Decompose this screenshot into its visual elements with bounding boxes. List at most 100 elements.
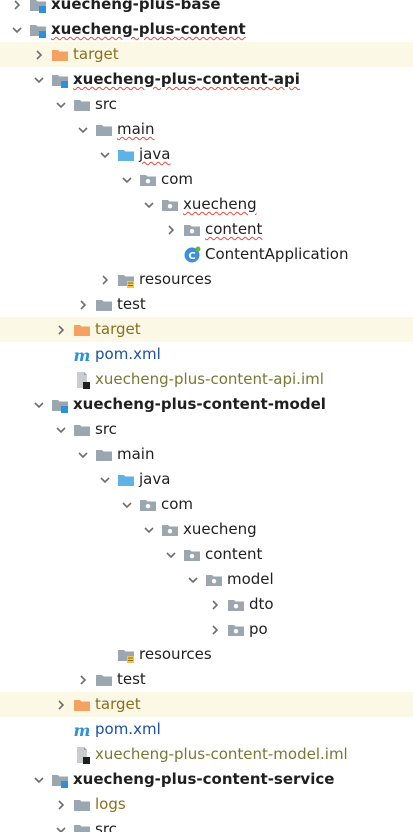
tree-node-xuecheng[interactable]: xuecheng	[0, 517, 413, 542]
tree-node-label: test	[117, 670, 146, 688]
chevron-down-icon[interactable]	[74, 117, 92, 142]
package-icon	[161, 521, 179, 539]
chevron-down-icon[interactable]	[30, 767, 48, 792]
tree-node-label: java	[139, 470, 171, 488]
module-folder-icon	[51, 396, 69, 414]
excluded-folder-icon	[73, 321, 91, 339]
tree-node-dto[interactable]: dto	[0, 592, 413, 617]
chevron-down-icon[interactable]	[52, 417, 70, 442]
chevron-down-icon[interactable]	[140, 192, 158, 217]
chevron-right-icon[interactable]	[206, 617, 224, 642]
svg-text:m: m	[74, 346, 91, 364]
chevron-down-icon[interactable]	[118, 492, 136, 517]
tree-node-java[interactable]: java	[0, 142, 413, 167]
package-icon	[205, 571, 223, 589]
folder-icon	[73, 96, 91, 114]
iml-file-icon	[73, 371, 91, 389]
tree-node-target[interactable]: target	[0, 692, 413, 717]
svg-text:m: m	[74, 721, 91, 739]
tree-node-content[interactable]: content	[0, 217, 413, 242]
chevron-down-icon[interactable]	[52, 92, 70, 117]
chevron-down-icon[interactable]	[184, 567, 202, 592]
tree-node-com[interactable]: com	[0, 167, 413, 192]
tree-node-src[interactable]: src	[0, 92, 413, 117]
tree-node-label: com	[161, 170, 194, 188]
tree-node-label: test	[117, 295, 146, 313]
tree-node-label: resources	[139, 645, 212, 663]
chevron-down-icon[interactable]	[162, 542, 180, 567]
chevron-down-icon[interactable]	[8, 17, 26, 42]
tree-node-po[interactable]: po	[0, 617, 413, 642]
module-folder-icon	[51, 771, 69, 789]
chevron-right-icon[interactable]	[52, 792, 70, 817]
tree-node-label: logs	[95, 795, 126, 813]
folder-icon	[73, 821, 91, 832]
tree-node-main[interactable]: main	[0, 117, 413, 142]
tree-node-java[interactable]: java	[0, 467, 413, 492]
tree-node-xuecheng-plus-base[interactable]: xuecheng-plus-base	[0, 0, 413, 17]
folder-icon	[73, 421, 91, 439]
tree-node-xuecheng-plus-content-model[interactable]: xuecheng-plus-content-model	[0, 392, 413, 417]
chevron-right-icon[interactable]	[206, 592, 224, 617]
tree-node-target[interactable]: target	[0, 317, 413, 342]
tree-node-com[interactable]: com	[0, 492, 413, 517]
maven-icon: m	[73, 346, 91, 364]
chevron-right-icon[interactable]	[74, 292, 92, 317]
excluded-folder-icon	[73, 696, 91, 714]
tree-node-xuecheng-plus-content-api[interactable]: xuecheng-plus-content-api	[0, 67, 413, 92]
spring-class-icon: C	[183, 246, 201, 264]
chevron-right-icon[interactable]	[52, 692, 70, 717]
chevron-down-icon[interactable]	[140, 517, 158, 542]
chevron-right-icon[interactable]	[74, 667, 92, 692]
tree-node-label: target	[73, 45, 119, 63]
tree-node-resources[interactable]: resources	[0, 267, 413, 292]
tree-node-target[interactable]: target	[0, 42, 413, 67]
tree-node-resources[interactable]: resources	[0, 642, 413, 667]
chevron-down-icon[interactable]	[96, 467, 114, 492]
source-folder-icon	[117, 471, 135, 489]
tree-node-label: xuecheng	[183, 520, 257, 538]
chevron-down-icon[interactable]	[52, 817, 70, 832]
tree-node-label: xuecheng-plus-content-api	[73, 70, 300, 88]
tree-node-xuecheng-plus-content-api-iml[interactable]: xuecheng-plus-content-api.iml	[0, 367, 413, 392]
chevron-right-icon[interactable]	[162, 217, 180, 242]
resources-folder-icon	[117, 271, 135, 289]
tree-node-xuecheng[interactable]: xuecheng	[0, 192, 413, 217]
tree-node-src[interactable]: src	[0, 817, 413, 832]
tree-node-label: main	[117, 445, 155, 463]
chevron-down-icon[interactable]	[74, 442, 92, 467]
chevron-down-icon[interactable]	[30, 67, 48, 92]
tree-node-xuecheng-plus-content[interactable]: xuecheng-plus-content	[0, 17, 413, 42]
tree-node-xuecheng-plus-content-model-iml[interactable]: xuecheng-plus-content-model.iml	[0, 742, 413, 767]
tree-node-test[interactable]: test	[0, 667, 413, 692]
tree-node-test[interactable]: test	[0, 292, 413, 317]
folder-icon	[95, 296, 113, 314]
tree-node-xuecheng-plus-content-service[interactable]: xuecheng-plus-content-service	[0, 767, 413, 792]
tree-node-src[interactable]: src	[0, 417, 413, 442]
tree-node-main[interactable]: main	[0, 442, 413, 467]
chevron-down-icon[interactable]	[118, 167, 136, 192]
tree-node-label: src	[95, 95, 117, 113]
folder-icon	[95, 671, 113, 689]
chevron-right-icon[interactable]	[52, 317, 70, 342]
chevron-right-icon[interactable]	[8, 0, 26, 17]
tree-node-model[interactable]: model	[0, 567, 413, 592]
chevron-down-icon[interactable]	[96, 142, 114, 167]
tree-node-label: main	[117, 120, 155, 138]
iml-file-icon	[73, 746, 91, 764]
tree-node-logs[interactable]: logs	[0, 792, 413, 817]
package-icon	[139, 496, 157, 514]
tree-node-label: pom.xml	[95, 345, 161, 363]
package-icon	[227, 621, 245, 639]
chevron-right-icon[interactable]	[96, 267, 114, 292]
tree-node-label: xuecheng-plus-content-model	[73, 395, 326, 413]
tree-node-label: xuecheng	[183, 195, 257, 213]
svg-text:C: C	[188, 251, 195, 262]
chevron-down-icon[interactable]	[30, 392, 48, 417]
tree-node-content[interactable]: content	[0, 542, 413, 567]
chevron-right-icon[interactable]	[30, 42, 48, 67]
tree-node-label: target	[95, 320, 141, 338]
